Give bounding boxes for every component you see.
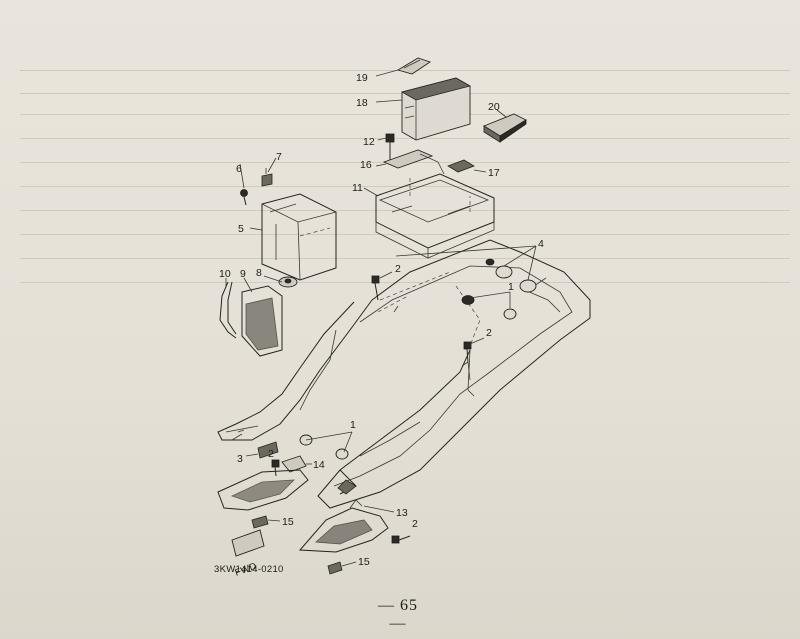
callout-6: 6 bbox=[236, 163, 242, 175]
part-15-clip-right bbox=[327, 561, 357, 575]
fwd-stamp bbox=[231, 529, 265, 557]
callout-18: 18 bbox=[356, 97, 368, 109]
callout-2-top: 2 bbox=[395, 263, 401, 275]
callout-13: 13 bbox=[396, 507, 408, 519]
callout-12: 12 bbox=[363, 136, 375, 148]
callout-7: 7 bbox=[276, 151, 282, 163]
callout-19: 19 bbox=[356, 72, 368, 84]
part-14-fastener bbox=[281, 455, 312, 473]
callout-15-right: 15 bbox=[358, 556, 370, 568]
part-6-screw bbox=[240, 189, 248, 206]
part-8-grommet bbox=[278, 276, 298, 288]
part-4-grommet bbox=[485, 258, 537, 293]
ghost-table-row bbox=[20, 258, 790, 259]
callout-8: 8 bbox=[256, 267, 262, 279]
part-1-grommet bbox=[299, 291, 517, 460]
left-side-cover bbox=[217, 429, 309, 511]
part-17-pad bbox=[447, 159, 487, 173]
part-9-flap bbox=[241, 285, 283, 357]
callout-1-low: 1 bbox=[350, 419, 356, 431]
callout-20: 20 bbox=[488, 101, 500, 113]
ghost-table-row bbox=[20, 282, 790, 283]
part-12-bolt bbox=[377, 133, 395, 160]
callout-2-mid: 2 bbox=[486, 327, 492, 339]
ghost-table-row bbox=[20, 138, 790, 139]
part-13-tail-cover bbox=[298, 499, 395, 553]
callout-3: 3 bbox=[237, 453, 243, 465]
callout-1-top: 1 bbox=[508, 281, 514, 293]
part-19-bracket bbox=[375, 57, 432, 77]
part-5-box bbox=[249, 193, 337, 281]
ghost-table-row bbox=[20, 210, 790, 211]
callout-4: 4 bbox=[538, 238, 544, 250]
callout-14: 14 bbox=[313, 459, 325, 471]
ghost-table-row bbox=[20, 234, 790, 235]
part-16-strap bbox=[375, 149, 445, 175]
part-3-clip bbox=[245, 441, 279, 459]
callout-15-left: 15 bbox=[282, 516, 294, 528]
part-20-cover bbox=[483, 109, 527, 143]
diagram-code: 3KW1414-0210 bbox=[214, 564, 284, 575]
callout-11: 11 bbox=[352, 182, 363, 194]
part-7-clip bbox=[261, 168, 273, 187]
callout-leaders bbox=[225, 157, 537, 433]
callout-17: 17 bbox=[488, 167, 500, 179]
page-number: — 65 — bbox=[378, 597, 418, 632]
part-10-wire bbox=[219, 281, 237, 339]
part-2-bolt bbox=[271, 271, 485, 544]
callout-9: 9 bbox=[240, 268, 246, 280]
part-15-clip-left bbox=[251, 515, 281, 529]
callout-2-bottom: 2 bbox=[412, 518, 418, 530]
seat-cowl-main-body bbox=[217, 239, 591, 509]
part-18-battery bbox=[375, 77, 472, 141]
part-11-battery-tray bbox=[363, 173, 495, 259]
callout-10: 10 bbox=[219, 268, 231, 280]
callout-5: 5 bbox=[238, 223, 244, 235]
callout-2-low: 2 bbox=[268, 448, 274, 460]
callout-16: 16 bbox=[360, 159, 372, 171]
